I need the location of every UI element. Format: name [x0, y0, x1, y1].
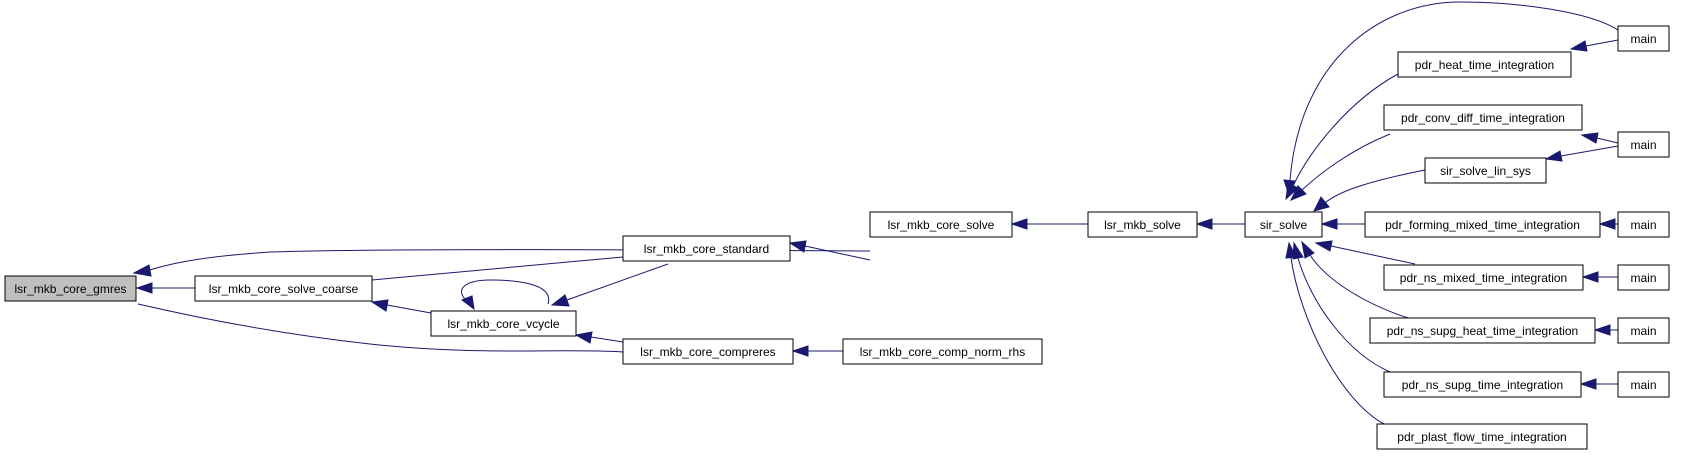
edge-plast-flow-ti-to-sir-solve — [1285, 241, 1385, 425]
node-main-6[interactable]: main — [1617, 371, 1670, 398]
node-sir-solve[interactable]: sir_solve — [1244, 211, 1323, 238]
edge-core-solve-to-standard — [788, 240, 871, 261]
edge-mkb-solve-to-core-solve — [1010, 218, 1088, 230]
node-conv-diff-ti[interactable]: pdr_conv_diff_time_integration — [1383, 104, 1583, 131]
edge-main3-to-forming-ti — [1598, 218, 1618, 230]
node-ns-supg-ti[interactable]: pdr_ns_supg_time_integration — [1383, 371, 1582, 398]
node-core-solve-label: lsr_mkb_core_solve — [888, 218, 995, 232]
node-ns-supg-heat-ti[interactable]: pdr_ns_supg_heat_time_integration — [1369, 317, 1596, 344]
edge-solve-coarse-to-gmres — [135, 282, 195, 294]
node-main-4[interactable]: main — [1617, 264, 1670, 291]
node-solve-coarse-label: lsr_mkb_core_solve_coarse — [209, 282, 359, 296]
node-mkb-solve[interactable]: lsr_mkb_solve — [1087, 211, 1198, 238]
node-plast-flow-ti[interactable]: pdr_plast_flow_time_integration — [1376, 423, 1588, 450]
edge-compreres-to-gmres — [137, 303, 624, 353]
node-plast-flow-ti-label: pdr_plast_flow_time_integration — [1397, 430, 1566, 444]
node-mkb-solve-label: lsr_mkb_solve — [1104, 218, 1181, 232]
node-main-5-label: main — [1630, 324, 1656, 338]
node-compreres[interactable]: lsr_mkb_core_compreres — [622, 338, 794, 365]
edge-main2-to-conv-diff-ti — [1580, 132, 1619, 144]
edge-solve-lin-sys-to-sir-solve — [1313, 169, 1426, 212]
node-main-1[interactable]: main — [1617, 25, 1670, 52]
node-solve-lin-sys-label: sir_solve_lin_sys — [1440, 164, 1531, 178]
node-main-5[interactable]: main — [1617, 317, 1670, 344]
node-heat-ti[interactable]: pdr_heat_time_integration — [1397, 51, 1572, 78]
edge-ns-supg-heat-ti-to-sir-solve — [1301, 240, 1409, 319]
node-ns-supg-ti-label: pdr_ns_supg_time_integration — [1402, 378, 1563, 392]
node-sir-solve-label: sir_solve — [1260, 218, 1308, 232]
node-main-1-label: main — [1630, 32, 1656, 46]
edge-conv-diff-ti-to-sir-solve — [1289, 133, 1391, 201]
node-main-3-label: main — [1630, 218, 1656, 232]
edge-comp-norm-rhs-to-compreres — [791, 345, 843, 357]
node-ns-mixed-ti-label: pdr_ns_mixed_time_integration — [1400, 271, 1567, 285]
node-solve-lin-sys[interactable]: sir_solve_lin_sys — [1424, 157, 1547, 184]
node-compreres-label: lsr_mkb_core_compreres — [640, 345, 775, 359]
edge-standard-to-vcycle — [550, 263, 669, 307]
node-standard[interactable]: lsr_mkb_core_standard — [622, 235, 791, 262]
node-forming-ti[interactable]: pdr_forming_mixed_time_integration — [1364, 211, 1601, 238]
edge-main4-to-ns-mixed-ti — [1581, 271, 1618, 283]
edge-heat-ti-to-sir-solve — [1285, 73, 1399, 201]
node-gmres-label: lsr_mkb_core_gmres — [14, 282, 126, 296]
node-ns-mixed-ti[interactable]: pdr_ns_mixed_time_integration — [1383, 264, 1584, 291]
node-vcycle-label: lsr_mkb_core_vcycle — [447, 317, 559, 331]
node-main-2[interactable]: main — [1617, 131, 1670, 158]
edge-compreres-to-vcycle — [574, 331, 624, 344]
node-main-4-label: main — [1630, 271, 1656, 285]
node-main-6-label: main — [1630, 378, 1656, 392]
node-forming-ti-label: pdr_forming_mixed_time_integration — [1385, 218, 1580, 232]
node-standard-label: lsr_mkb_core_standard — [644, 242, 769, 256]
edge-vcycle-to-solve-coarse — [370, 299, 432, 314]
edge-forming-ti-to-sir-solve — [1320, 218, 1365, 230]
node-comp-norm-rhs[interactable]: lsr_mkb_core_comp_norm_rhs — [842, 338, 1043, 365]
node-gmres[interactable]: lsr_mkb_core_gmres — [4, 275, 137, 302]
edge-ns-mixed-ti-to-sir-solve — [1314, 240, 1416, 265]
edge-vcycle-self-loop — [460, 279, 550, 311]
edge-sir-solve-to-mkb-solve — [1195, 218, 1245, 230]
edge-main1-to-heat-ti — [1569, 39, 1619, 52]
node-heat-ti-label: pdr_heat_time_integration — [1415, 58, 1554, 72]
node-vcycle[interactable]: lsr_mkb_core_vcycle — [430, 310, 577, 337]
edge-main5-to-ns-supg-heat-ti — [1593, 324, 1618, 336]
edge-main2-to-solve-lin-sys — [1544, 145, 1619, 162]
node-ns-supg-heat-ti-label: pdr_ns_supg_heat_time_integration — [1387, 324, 1578, 338]
node-comp-norm-rhs-label: lsr_mkb_core_comp_norm_rhs — [860, 345, 1025, 359]
node-conv-diff-ti-label: pdr_conv_diff_time_integration — [1401, 111, 1565, 125]
edge-main6-to-ns-supg-ti — [1579, 378, 1618, 390]
edge-ns-supg-ti-to-sir-solve — [1292, 241, 1391, 373]
node-core-solve[interactable]: lsr_mkb_core_solve — [869, 211, 1013, 238]
node-main-3[interactable]: main — [1617, 211, 1670, 238]
edge-standard-to-solve-coarse — [371, 256, 624, 281]
node-main-2-label: main — [1630, 138, 1656, 152]
node-solve-coarse[interactable]: lsr_mkb_core_solve_coarse — [194, 275, 373, 302]
